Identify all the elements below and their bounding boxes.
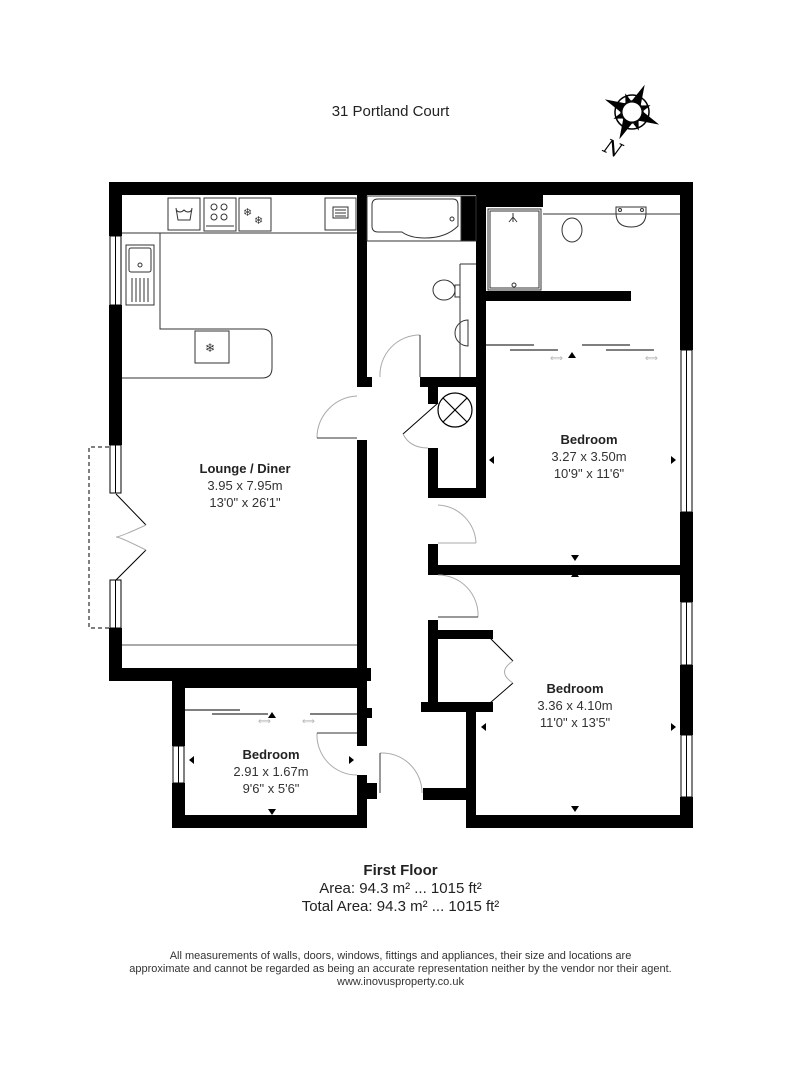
svg-text:❄: ❄ <box>254 215 263 227</box>
toilet-icon <box>561 217 583 243</box>
room-size-imperial: 9'6" x 5'6" <box>242 781 300 796</box>
slide-arrows: ⟺ ⟺ ⟺ ⟺ <box>258 353 658 726</box>
room-name: Lounge / Diner <box>199 461 291 476</box>
cupboard-door <box>402 402 439 435</box>
room-size-metric: 3.36 x 4.10m <box>537 698 613 713</box>
svg-text:⟺: ⟺ <box>302 716 315 726</box>
room-label-bedroom-3: Bedroom 2.91 x 1.67m 9'6" x 5'6" <box>233 746 308 797</box>
svg-text:⟺: ⟺ <box>550 353 563 363</box>
room-name: Bedroom <box>546 681 604 696</box>
room-size-metric: 3.95 x 7.95m <box>207 478 283 493</box>
windows <box>109 235 693 798</box>
room-name: Bedroom <box>560 432 618 447</box>
room-size-metric: 2.91 x 1.67m <box>233 764 309 779</box>
walls <box>109 182 693 828</box>
bathroom-fixtures <box>366 195 477 377</box>
washing-machine-icon <box>167 197 201 231</box>
sink-icon <box>125 244 155 306</box>
room-size-imperial: 11'0" x 13'5" <box>539 715 611 730</box>
room-label-bedroom-1: Bedroom 3.27 x 3.50m 10'9" x 11'6" <box>551 431 626 482</box>
french-doors <box>115 493 147 581</box>
floor-plan: ❄ ❄ ❄ <box>88 182 693 828</box>
room-size-imperial: 10'9" x 11'6" <box>553 466 625 481</box>
room-size-metric: 3.27 x 3.50m <box>551 449 627 464</box>
svg-text:⟺: ⟺ <box>645 353 658 363</box>
freezer-icon <box>194 330 230 364</box>
basin-icon <box>615 206 647 228</box>
total-area: Total Area: 94.3 m² ... 1015 ft² <box>301 898 500 915</box>
floor-area: Area: 94.3 m² ... 1015 ft² <box>319 880 482 897</box>
agent-website: www.inovusproperty.co.uk <box>337 976 464 988</box>
hob-icon <box>203 197 237 232</box>
property-title: 31 Portland Court <box>0 103 801 120</box>
disclaimer-line-2: approximate and cannot be regarded as be… <box>129 963 672 975</box>
measure-arrows <box>189 352 676 815</box>
door-arcs <box>316 334 479 794</box>
wardrobe-doors <box>489 637 514 704</box>
room-label-bedroom-2: Bedroom 3.36 x 4.10m 11'0" x 13'5" <box>537 680 612 731</box>
sliding-wardrobes <box>185 344 654 715</box>
fridge-freezer-icon <box>238 197 272 232</box>
disclaimer-line-1: All measurements of walls, doors, window… <box>169 950 632 962</box>
basin-icon <box>454 319 469 347</box>
shower-room-fixtures <box>487 206 680 291</box>
shower-icon <box>487 208 542 291</box>
room-size-imperial: 13'0" x 26'1" <box>209 495 281 510</box>
svg-text:❄: ❄ <box>243 207 252 219</box>
room-label-lounge-diner: Lounge / Diner 3.95 x 7.95m 13'0" x 26'1… <box>200 460 291 511</box>
balcony-outline <box>88 446 109 629</box>
compass-rose-icon: N <box>599 84 660 162</box>
svg-text:❄: ❄ <box>205 341 215 355</box>
bath-icon <box>371 198 459 239</box>
kitchen-units: ❄ ❄ ❄ <box>122 197 357 379</box>
boiler-icon <box>437 392 473 428</box>
disclaimer: All measurements of walls, doors, window… <box>0 950 801 989</box>
property-title-text: 31 Portland Court <box>331 103 450 120</box>
oven-icon <box>324 197 357 231</box>
floor-name: First Floor <box>363 862 438 879</box>
floor-summary: First Floor Area: 94.3 m² ... 1015 ft² <box>0 862 801 898</box>
room-name: Bedroom <box>242 747 300 762</box>
svg-text:⟺: ⟺ <box>258 716 271 726</box>
toilet-icon <box>432 279 456 301</box>
